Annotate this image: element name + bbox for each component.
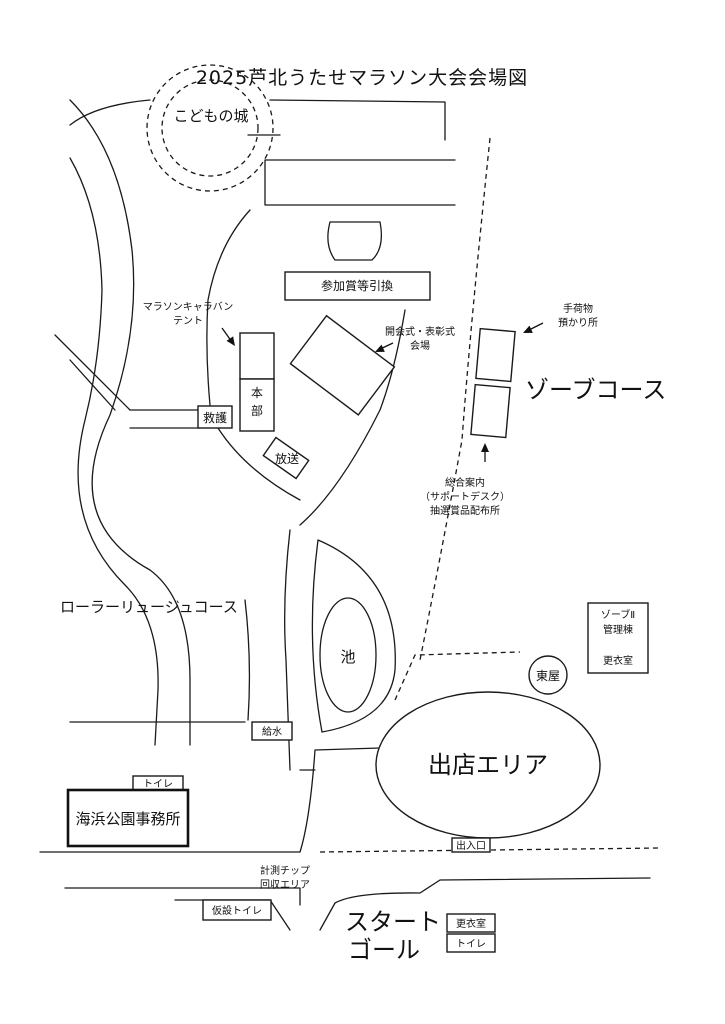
park-office-label: 海浜公園事務所: [75, 810, 180, 828]
changing-room-box: [446, 913, 496, 933]
goal-label: ゴール: [348, 936, 420, 964]
toilet-bottom-box: [446, 933, 496, 953]
castle-inner-ring: [161, 79, 259, 177]
course-boundary-dashed: [419, 137, 491, 661]
park-office-box: [66, 788, 190, 848]
sorb2-label-1: ゾーブⅡ: [601, 608, 635, 621]
rescue-box: [197, 405, 233, 429]
shop-area-label: 出店エリア: [428, 751, 548, 779]
hq-label-2: 部: [251, 403, 263, 418]
arrow-icon: [373, 342, 394, 356]
broadcast-label: 放送: [275, 451, 299, 466]
pond-water: [319, 597, 377, 713]
road-network: [39, 64, 661, 931]
sorb2-label-2: 管理棟: [603, 623, 633, 636]
prize-exchange-label: 参加賞等引換: [321, 278, 393, 293]
arrow-icon: [481, 443, 489, 462]
left-road-outer: [69, 99, 191, 746]
chip-label-2: 回収エリア: [260, 879, 310, 891]
sorb2-label-3: 更衣室: [603, 654, 633, 667]
info-label-1: 総合案内: [445, 476, 485, 489]
water-station-box: [251, 721, 293, 741]
baggage-label-1: 手荷物: [563, 302, 593, 315]
broadcast-box: [262, 436, 310, 480]
arrow-icon: [221, 327, 239, 349]
bottom-road-upper: [64, 887, 301, 906]
arbor-circle: [528, 655, 568, 695]
temp-toilet-box: [202, 899, 272, 921]
baggage-label-2: 預かり所: [558, 317, 598, 329]
upper-road-strip: [264, 159, 456, 206]
info-label-3: 抽選賞品配布所: [430, 504, 500, 517]
castle-outer-ring: [146, 64, 274, 192]
toilet-top-label: トイレ: [143, 779, 173, 790]
caravan-tent-label-2: テント: [173, 316, 203, 327]
map-title: 2025芦北うたせマラソン大会会場図: [196, 67, 528, 89]
pond-outline: [311, 539, 396, 733]
main-road-east: [299, 309, 406, 526]
arbor-label: 東屋: [536, 669, 560, 683]
rescue-link-road: [129, 409, 201, 429]
pond-label: 池: [340, 648, 355, 666]
entrance-label: 出入口: [456, 839, 486, 852]
baggage-tent-box: [475, 327, 516, 383]
entrance-box: [451, 837, 491, 853]
shop-area-dashed-bottom: [319, 847, 661, 853]
plaza-shape: [327, 221, 383, 261]
tent-box: [239, 332, 275, 380]
info-tent-box: [470, 383, 511, 439]
main-road-west: [206, 209, 251, 406]
main-road-southwest: [217, 427, 301, 501]
roller-course-label: ローラーリュージュコース: [60, 598, 238, 616]
left-road-inner: [69, 157, 159, 746]
center-road-west: [244, 599, 251, 721]
water-station-label: 給水: [262, 725, 282, 738]
toilet-bottom-label: トイレ: [456, 939, 486, 950]
hq-box: [239, 378, 275, 432]
top-road-left: [69, 99, 151, 126]
prize-exchange-box: [284, 271, 431, 301]
start-label: スタート: [345, 908, 441, 936]
left-branch: [54, 334, 131, 411]
info-label-2: （サポートデスク）: [420, 490, 510, 503]
changing-room-label: 更衣室: [456, 917, 486, 930]
ceremony-label-1: 開会式・表彰式: [385, 325, 455, 338]
sorb-course-label: ゾーブコース: [525, 376, 666, 404]
bottom-road-right: [319, 877, 651, 931]
office-road-lower: [39, 747, 381, 853]
temp-toilet-label: 仮設トイレ: [212, 904, 262, 917]
hq-label-1: 本: [251, 386, 263, 400]
chip-label-1: 計測チップ: [260, 864, 310, 877]
sorb2-building-box: [587, 602, 649, 674]
castle-label: こどもの城: [173, 107, 248, 125]
top-road-right: [269, 99, 446, 141]
ceremony-venue-box: [289, 314, 396, 416]
caravan-tent-label-1: マラソンキャラバン: [143, 301, 233, 313]
arrow-icon: [521, 322, 544, 337]
shop-area-dashed-top: [394, 651, 521, 701]
rescue-label: 救護: [203, 410, 227, 425]
ceremony-label-2: 会場: [410, 339, 430, 352]
